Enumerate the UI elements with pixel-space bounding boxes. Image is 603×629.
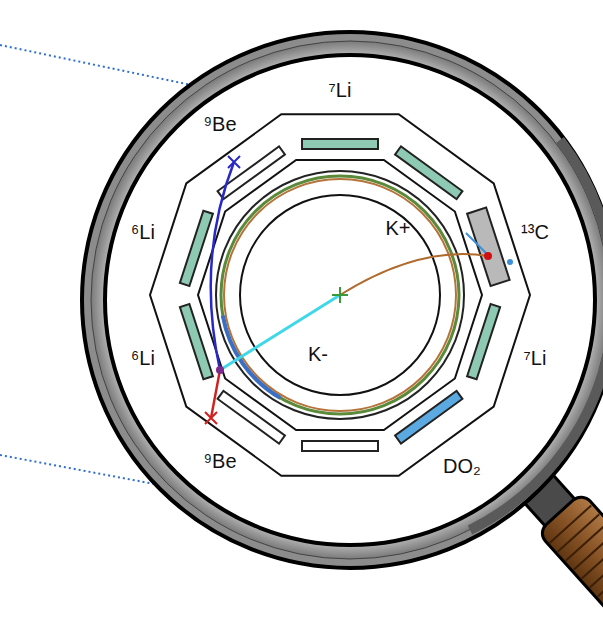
- detector-module: [302, 139, 378, 149]
- target-label: ⁹Be: [203, 113, 236, 135]
- detector-module: [218, 391, 285, 444]
- kplus-track: [340, 254, 488, 295]
- grip-groove: [590, 550, 603, 587]
- hit-point: [507, 259, 513, 265]
- detector-module: [467, 208, 510, 286]
- module-ring: [198, 160, 482, 430]
- target-ring: [150, 114, 530, 475]
- lens-glass: [105, 55, 595, 545]
- grip-groove: [550, 505, 592, 542]
- track-label: K+: [385, 217, 410, 239]
- decay-track: [211, 370, 220, 418]
- target-label: ⁶Li: [131, 347, 155, 369]
- detector-module: [180, 304, 213, 379]
- detector-module: [218, 146, 285, 199]
- kminus-track: [220, 295, 340, 370]
- drift-ring: [224, 179, 456, 411]
- target-label: ⁷Li: [329, 79, 352, 101]
- target-label: DO₂: [443, 455, 481, 477]
- interaction-point: [332, 287, 348, 303]
- lens-rim: [91, 41, 603, 559]
- outer-ring: [216, 171, 464, 419]
- detector-module: [467, 304, 500, 379]
- detector-module: [395, 391, 462, 444]
- grip-groove: [558, 514, 600, 551]
- track-label: K-: [308, 343, 328, 365]
- target-label: ⁷Li: [524, 347, 547, 369]
- detector-cross-section: [150, 114, 530, 475]
- end-marker: [205, 412, 217, 424]
- leader-line: [0, 45, 196, 86]
- target-label: ⁹Be: [203, 450, 236, 472]
- detector-module: [180, 211, 213, 286]
- handle-grip: [537, 492, 603, 629]
- grip-groove: [566, 523, 603, 560]
- target-label: ¹³C: [521, 221, 549, 243]
- lens-rim: [82, 32, 603, 568]
- detector-module: [302, 441, 378, 451]
- detector-module: [395, 146, 462, 199]
- target-label: ⁶Li: [131, 221, 155, 243]
- end-marker: [228, 156, 240, 168]
- grip-groove: [582, 541, 603, 578]
- decay-track: [211, 162, 234, 370]
- inner-ring: [240, 195, 440, 395]
- hit-point: [484, 252, 492, 260]
- hit-arc: [221, 315, 282, 399]
- drift-ring: [221, 176, 459, 414]
- vertex: [216, 366, 224, 374]
- grip-groove: [598, 559, 603, 596]
